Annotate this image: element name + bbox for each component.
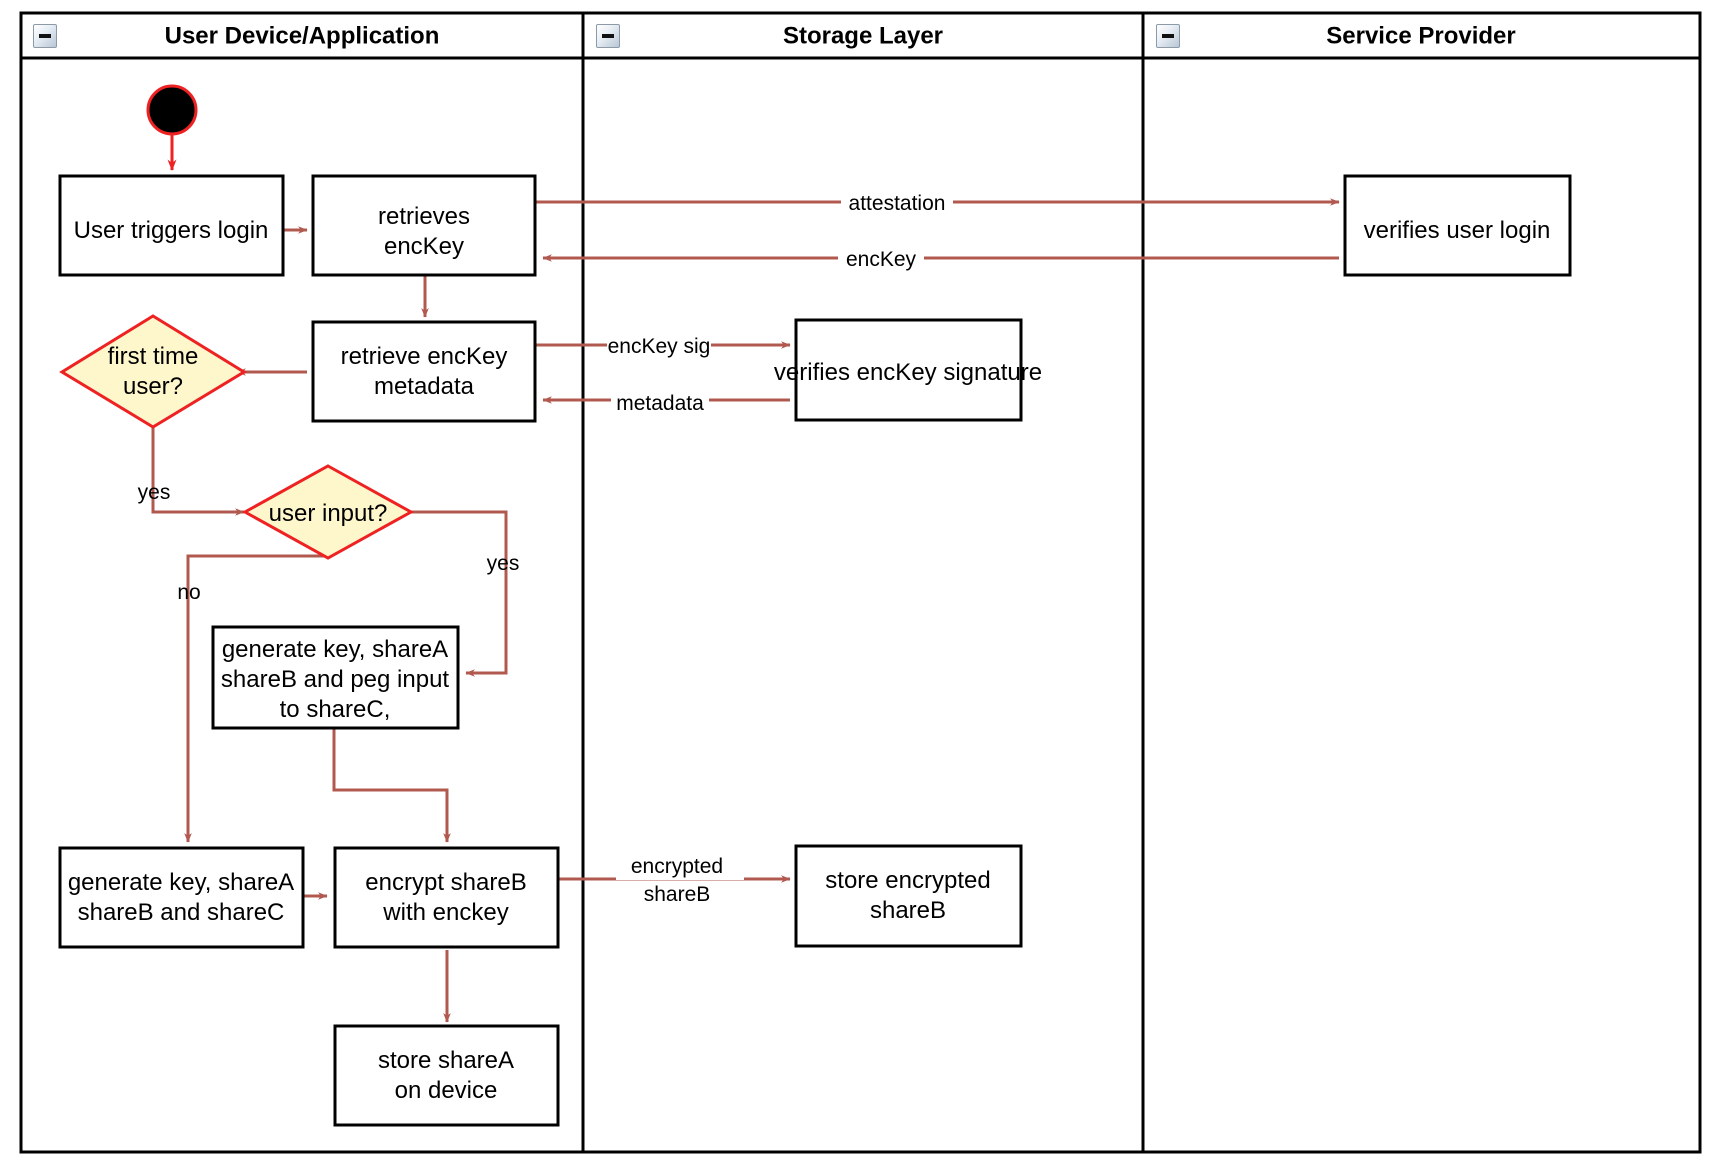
edge-label-no-user-input: no [177, 581, 200, 604]
edge-label-attestation-text: attestation [849, 192, 946, 215]
node-label-generate-peg-1: generate key, shareA [222, 636, 448, 663]
node-label-retrieve-metadata-1: retrieve encKey [341, 343, 508, 370]
node-label-store-encrypted-shareb-1: store encrypted [825, 867, 990, 894]
node-label-user-triggers-login: User triggers login [74, 217, 269, 244]
edge-label-yes-user-input-text: yes [487, 552, 520, 575]
minus-box-icon-user-device[interactable] [33, 24, 57, 48]
node-label-retrieves-enckey-2: encKey [384, 233, 464, 260]
node-label-retrieves-enckey-1: retrieves [378, 203, 470, 230]
node-label-retrieve-metadata-2: metadata [374, 373, 475, 400]
node-label-first-time-user-1: first time [108, 343, 199, 370]
lane-title-service-provider: Service Provider [1326, 22, 1515, 49]
edge-user-input-yes [411, 510, 508, 677]
node-label-store-sharea-1: store shareA [378, 1047, 514, 1074]
edge-label-attestation: attestation [841, 190, 953, 216]
lane-header-storage[interactable]: Storage Layer [783, 22, 943, 49]
node-verifies-enckey-signature[interactable]: verifies encKey signature [774, 318, 1042, 422]
node-verifies-user-login[interactable]: verifies user login [1343, 174, 1572, 277]
edge-label-no-user-input-text: no [177, 581, 200, 604]
node-label-generate-abc-1: generate key, shareA [68, 869, 294, 896]
edge-label-metadata: metadata [611, 390, 709, 416]
minus-box-icon-storage[interactable] [596, 24, 620, 48]
minus-glyph [39, 34, 51, 38]
node-decision-first-time-user[interactable]: first time user? [59, 314, 247, 429]
node-label-generate-abc-2: shareB and shareC [78, 899, 285, 926]
lane-header-user-device[interactable]: User Device/Application [165, 22, 440, 49]
node-retrieve-enckey-metadata[interactable]: retrieve encKey metadata [311, 320, 537, 423]
node-label-generate-peg-2: shareB and peg input [221, 666, 450, 693]
lane-header-service-provider[interactable]: Service Provider [1326, 22, 1515, 49]
node-encrypt-shareb[interactable]: encrypt shareB with enckey [333, 846, 560, 949]
node-label-verifies-user-login: verifies user login [1364, 217, 1551, 244]
node-user-triggers-login[interactable]: User triggers login [58, 174, 285, 277]
edge-label-yes-user-input: yes [487, 552, 520, 575]
edge-generate-peg-to-encrypt [332, 728, 451, 843]
node-label-generate-peg-3: to shareC, [280, 696, 391, 723]
lane-title-user-device: User Device/Application [165, 22, 440, 49]
edge-label-yes-first-time-text: yes [138, 481, 171, 504]
node-decision-user-input[interactable]: user input? [241, 464, 415, 560]
node-label-encrypt-shareb-1: encrypt shareB [365, 869, 526, 896]
node-initial[interactable] [146, 84, 198, 136]
edge-first-time-user-yes [151, 415, 245, 516]
node-label-encrypt-shareb-2: with enckey [382, 899, 508, 926]
node-label-verifies-enckey-signature: verifies encKey signature [774, 359, 1042, 386]
node-store-sharea[interactable]: store shareA on device [333, 1024, 560, 1127]
edge-label-encrypted-shareb-2: shareB [644, 883, 711, 906]
edge-label-encrypted-shareb-1: encrypted [631, 855, 723, 878]
edge-user-input-no [184, 554, 328, 843]
edge-label-metadata-text: metadata [616, 392, 704, 415]
node-label-store-encrypted-shareb-2: shareB [870, 897, 946, 924]
edge-label-enckey-text: encKey [846, 248, 917, 271]
node-label-store-sharea-2: on device [395, 1077, 498, 1104]
node-generate-abc[interactable]: generate key, shareA shareB and shareC [58, 846, 305, 949]
edge-label-yes-first-time: yes [138, 481, 171, 504]
node-retrieves-enckey[interactable]: retrieves encKey [311, 174, 537, 277]
minus-glyph [602, 34, 614, 38]
lane-title-storage: Storage Layer [783, 22, 943, 49]
minus-glyph [1162, 34, 1174, 38]
edge-label-enckey: encKey [838, 246, 924, 272]
edge-label-enckey-sig: encKey sig [607, 333, 711, 359]
minus-box-icon-service-provider[interactable] [1156, 24, 1180, 48]
node-label-user-input: user input? [269, 500, 388, 527]
node-store-encrypted-shareb[interactable]: store encrypted shareB [794, 844, 1023, 948]
node-generate-peg[interactable]: generate key, shareA shareB and peg inpu… [211, 625, 460, 730]
edge-label-enckey-sig-text: encKey sig [608, 335, 711, 358]
node-label-first-time-user-2: user? [123, 373, 183, 400]
edge-label-encrypted-shareb: encrypted shareB [616, 852, 744, 906]
